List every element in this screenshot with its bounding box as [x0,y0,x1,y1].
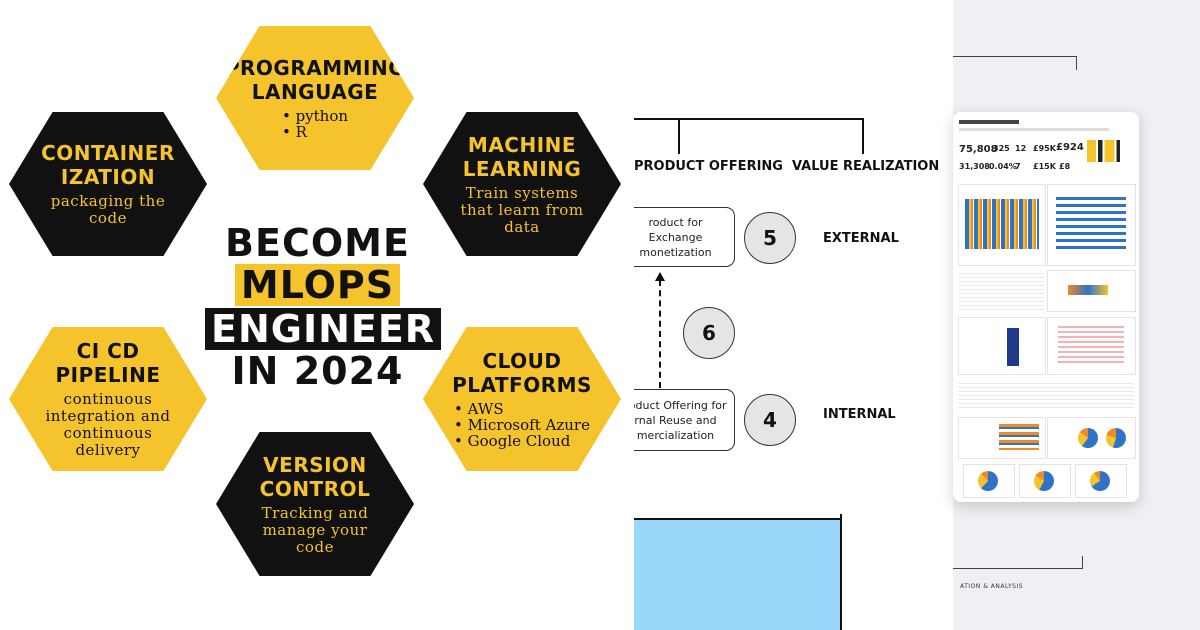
frame-line [1076,56,1077,70]
hex-title: CLOUD PLATFORMS [452,349,592,397]
dash-table [958,270,1044,310]
header-product-offering: PRODUCT OFFERING [634,159,783,174]
dash-card-horizontal-bars [1047,184,1136,266]
dash-card-donut [1075,464,1127,498]
orange-bar-chart-icon [999,424,1039,450]
hex-desc: Train systems that learn from data [460,183,584,236]
histogram-icon [1007,328,1019,366]
kpi-value: 325 [993,144,1010,153]
pie-chart-icon [1090,471,1110,491]
header-value-realization: VALUE REALIZATION [792,159,940,174]
label-internal: INTERNAL [823,407,896,422]
pie-chart-icon [1106,428,1126,448]
dash-card-orange-bars [958,417,1046,459]
hex-version-control: VERSION CONTROL Tracking and manage your… [216,432,414,576]
kpi-value: £8 [1059,162,1071,171]
dash-header-bar [959,120,1019,124]
mlops-infographic: PROGRAMMING LANGUAGE python R CONTAINER … [0,0,634,630]
hex-machine-learning: MACHINE LEARNING Train systems that lear… [423,112,621,256]
title-line-become: BECOME [225,221,410,265]
dash-card-red-list [1047,317,1136,375]
dash-card-donut [1019,464,1071,498]
kpi-value: £95K [1033,144,1056,153]
hex-list-item: python [282,108,348,124]
hex-containerization: CONTAINER IZATION packaging the code [9,112,207,256]
kpi-value: £924 [1056,142,1084,153]
hex-ci-cd-pipeline: CI CD PIPELINE continuous integration an… [9,327,207,471]
hex-list-item: Google Cloud [454,433,590,449]
kpi-value: 7 [1015,162,1021,171]
dash-header-bar [959,128,1109,131]
product-offering-diagram: PRODUCT OFFERING VALUE REALIZATION roduc… [634,0,953,630]
center-title: BECOME MLOPS ENGINEER IN 2024 [205,221,442,393]
hex-cloud-platforms: CLOUD PLATFORMS AWS Microsoft Azure Goog… [423,327,621,471]
kpi-value: 75,808 [959,144,998,155]
dashed-arrow [659,280,661,388]
hex-title: CI CD PIPELINE [55,339,161,387]
circle-4: 4 [744,394,796,446]
diagram-top-line [634,118,864,120]
hex-title: VERSION CONTROL [259,452,371,501]
hex-list: python R [282,108,348,140]
horizontal-bar-chart-icon [1056,197,1126,253]
hex-list: AWS Microsoft Azure Google Cloud [454,401,590,449]
dash-card-histogram [958,317,1046,375]
dash-card-donut [963,464,1015,498]
blue-block-top-line [634,518,842,520]
blue-block-right-line [840,514,842,630]
dash-card-wordcloud [1047,270,1136,312]
diagram-tick [862,118,864,154]
hex-list-item: AWS [454,401,590,417]
kpi-value: 12 [1015,144,1027,153]
title-line-year: IN 2024 [231,349,404,393]
circle-6: 6 [683,307,735,359]
kpi-value: 31,308 [959,162,990,171]
title-line-mlops: MLOPS [234,264,401,306]
box-text: roduct Offering for rnal Reuse and merci… [634,398,727,442]
kpi-value: £15K [1033,162,1056,171]
box-internal-reuse: roduct Offering for rnal Reuse and merci… [634,389,735,451]
wordcloud-icon [1068,285,1108,295]
dash-wide-table [958,380,1134,408]
hex-list-item: Microsoft Azure [454,417,590,433]
red-list-icon [1058,326,1124,366]
mini-bar-chart-icon [1087,140,1133,162]
hex-desc: packaging the code [50,192,166,227]
frame-line [953,56,1077,57]
pie-chart-icon [978,471,998,491]
dash-card-pies [1047,417,1136,459]
dash-card-stacked-bars [958,184,1046,266]
hex-programming-language: PROGRAMMING LANGUAGE python R [216,26,414,170]
arrow-head-icon [655,272,665,281]
box-text: roduct for Exchange monetization [639,215,712,259]
frame-line [1082,556,1083,569]
stacked-bar-chart-icon [965,199,1039,249]
title-line-engineer: ENGINEER [205,308,442,350]
box-exchange-monetization: roduct for Exchange monetization [634,207,735,267]
diagram-tick [678,118,680,154]
blue-block [634,520,840,630]
hex-title: PROGRAMMING LANGUAGE [224,56,406,104]
hex-title: CONTAINER IZATION [41,141,175,189]
hex-desc: Tracking and manage your code [261,503,369,556]
hex-title: MACHINE LEARNING [462,132,582,181]
dashboard-footer-text: ATION & ANALYSIS [960,583,1024,590]
pie-chart-icon [1034,471,1054,491]
frame-line [953,568,1083,569]
pie-chart-icon [1078,428,1098,448]
dashboard-screenshot: 75,808 325 12 £95K £924 31,308 0.04% 7 £… [953,112,1139,502]
hex-list-item: R [282,124,348,140]
hex-desc: continuous integration and continuous de… [45,390,171,459]
label-external: EXTERNAL [823,231,899,246]
kpi-value: 0.04% [989,162,1017,171]
circle-5: 5 [744,212,796,264]
